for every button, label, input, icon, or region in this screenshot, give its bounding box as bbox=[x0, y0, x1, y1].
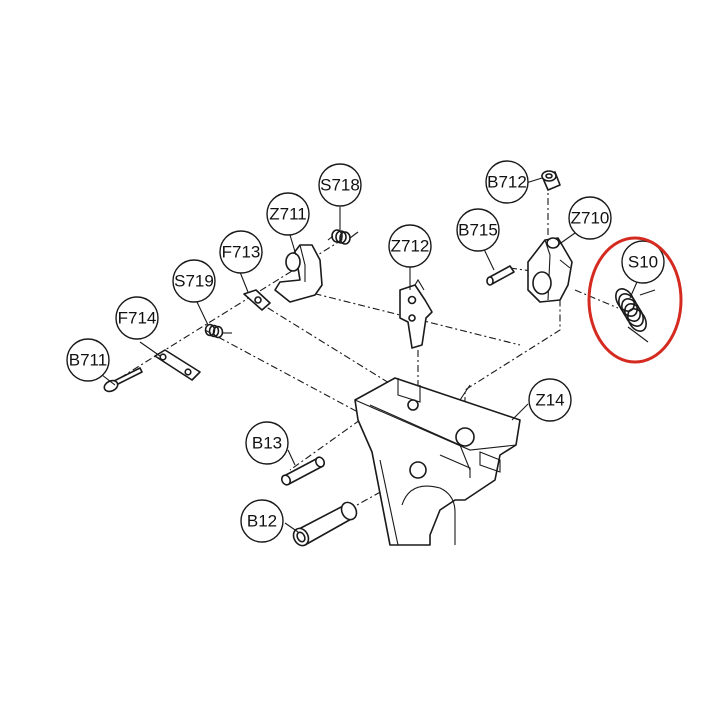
label-b711: B711 bbox=[69, 351, 107, 370]
label-z14: Z14 bbox=[535, 391, 564, 410]
callout-z711: Z711 bbox=[266, 192, 310, 236]
label-s719: S719 bbox=[174, 272, 214, 291]
part-z710 bbox=[527, 237, 573, 303]
label-b13: B13 bbox=[252, 434, 282, 453]
part-b715 bbox=[486, 265, 515, 286]
part-b712 bbox=[541, 170, 561, 191]
part-b13 bbox=[280, 456, 326, 486]
callout-b712: B712 bbox=[485, 160, 529, 204]
part-z712 bbox=[399, 278, 433, 349]
callout-b715: B715 bbox=[456, 208, 500, 252]
part-f714 bbox=[154, 349, 201, 381]
label-s718: S718 bbox=[320, 176, 360, 195]
callout-z14: Z14 bbox=[528, 378, 572, 422]
callout-z710: Z710 bbox=[568, 196, 612, 240]
part-b711 bbox=[103, 367, 143, 393]
callout-s718: S718 bbox=[318, 163, 362, 207]
callout-f713: F713 bbox=[219, 230, 263, 274]
callout-s10: S10 bbox=[621, 240, 665, 284]
label-f714: F714 bbox=[118, 309, 157, 328]
part-b12 bbox=[292, 501, 358, 547]
highlight-ellipse bbox=[587, 236, 683, 364]
callout-b12: B12 bbox=[240, 499, 284, 543]
callout-z712: Z712 bbox=[388, 224, 432, 268]
callout-b13: B13 bbox=[245, 421, 289, 465]
callout-b711: B711 bbox=[66, 338, 110, 382]
label-b12: B12 bbox=[247, 512, 277, 531]
label-b715: B715 bbox=[458, 221, 498, 240]
spring-s10 bbox=[615, 288, 656, 343]
label-z710: Z710 bbox=[571, 209, 610, 228]
callout-s719: S719 bbox=[172, 259, 216, 303]
part-f713 bbox=[243, 289, 271, 311]
label-f713: F713 bbox=[222, 243, 261, 262]
frame-z14 bbox=[354, 377, 521, 546]
label-s10: S10 bbox=[628, 253, 658, 272]
part-z711 bbox=[274, 244, 323, 303]
part-s718 bbox=[327, 229, 359, 245]
label-z711: Z711 bbox=[269, 205, 307, 224]
part-s719 bbox=[204, 323, 232, 339]
label-z712: Z712 bbox=[391, 237, 430, 256]
label-b712: B712 bbox=[487, 173, 527, 192]
assembly-axes bbox=[119, 183, 619, 521]
leader-lines bbox=[101, 177, 638, 533]
callout-f714: F714 bbox=[115, 296, 159, 340]
